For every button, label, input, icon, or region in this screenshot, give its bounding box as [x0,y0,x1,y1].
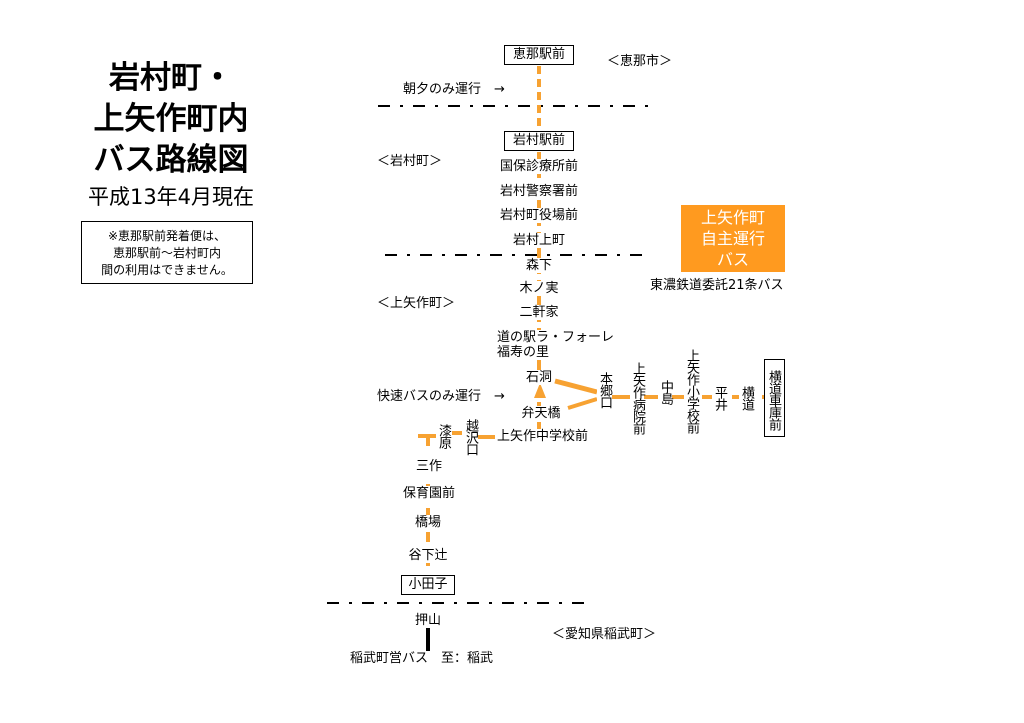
stop: 平井 [712,386,727,410]
self-operated-line: バス [716,250,749,269]
stop: 上矢作中学校前 [496,429,590,444]
stop: 谷下辻 [407,548,449,563]
terminal-yokomichi-depot: 横道車庫前 [764,359,785,437]
route-sekido-hongo [554,378,598,395]
stop: 岩村町役場前 [498,208,580,223]
stop: 二軒家 [518,305,560,320]
self-operated-line: 上矢作町 [700,208,765,227]
stop: 中島 [658,380,673,404]
note-rapid-only: 快速バスのみ運行 → [377,389,505,404]
self-operated-line: 自主運行 [700,229,765,248]
region-kamiyahagi: ＜上矢作町＞ [377,296,456,311]
stop: 橋場 [413,515,443,530]
note-inabu-bus: 稲武町営バス 至：稲武 [350,651,494,666]
self-operated-bus-box: 上矢作町 自主運行 バス [681,205,785,272]
region-iwamura: ＜岩村町＞ [377,154,443,169]
region-inabu: ＜愛知県稲武町＞ [552,627,657,642]
notice-line: ※恵那駅前発着便は、 [107,229,227,243]
orange-routes [418,66,764,575]
stop: 岩村上町 [511,233,567,248]
stop: 国保診療所前 [498,159,580,174]
stop: 上矢作病院前 [630,362,645,434]
stop: 漆原 [436,424,451,448]
stop: 木ノ実 [518,281,560,296]
stop: 弁天橋 [520,406,562,421]
stop: 横道 [739,386,754,410]
terminal-ena-station: 恵那駅前 [504,45,574,65]
note-contract-bus: 東濃鉄道委託21条バス [650,278,784,293]
date-label: 平成13年4月現在 [87,185,255,209]
stop: 上矢作小学校前 [684,349,699,433]
stop: 森下 [524,258,554,273]
stop: 本郷口 [597,372,612,408]
notice-box: ※恵那駅前発着便は、 恵那駅前～岩村町内 間の利用はできません。 [81,221,253,284]
terminal-otago: 小田子 [401,575,455,595]
stop: 越沢口 [463,419,478,455]
stop: 押山 [414,613,442,628]
stop: 福寿の里 [496,345,551,360]
map-title: 岩村町・ 上矢作町内 バス路線図 [80,58,262,181]
stop: 石洞 [524,370,554,385]
title-line-3: バス路線図 [93,142,249,178]
boundary-lines [327,105,652,604]
stop: 三作 [414,459,444,474]
note-morning-evening: 朝夕のみ運行 → [403,82,505,97]
stop: 岩村警察署前 [498,184,580,199]
rapid-direction-arrow [534,383,546,398]
terminal-iwamura-station: 岩村駅前 [504,131,574,151]
stop: 道の駅ラ・フォーレ [496,330,616,345]
notice-line: 恵那駅前～岩村町内 [112,246,221,260]
title-line-2: 上矢作町内 [93,101,249,137]
notice-line: 間の利用はできません。 [101,263,233,277]
route-bentenbashi-hongo [567,397,598,410]
region-ena: ＜恵那市＞ [607,54,673,69]
title-line-1: 岩村町・ [109,60,233,96]
stop: 保育園前 [401,486,457,501]
